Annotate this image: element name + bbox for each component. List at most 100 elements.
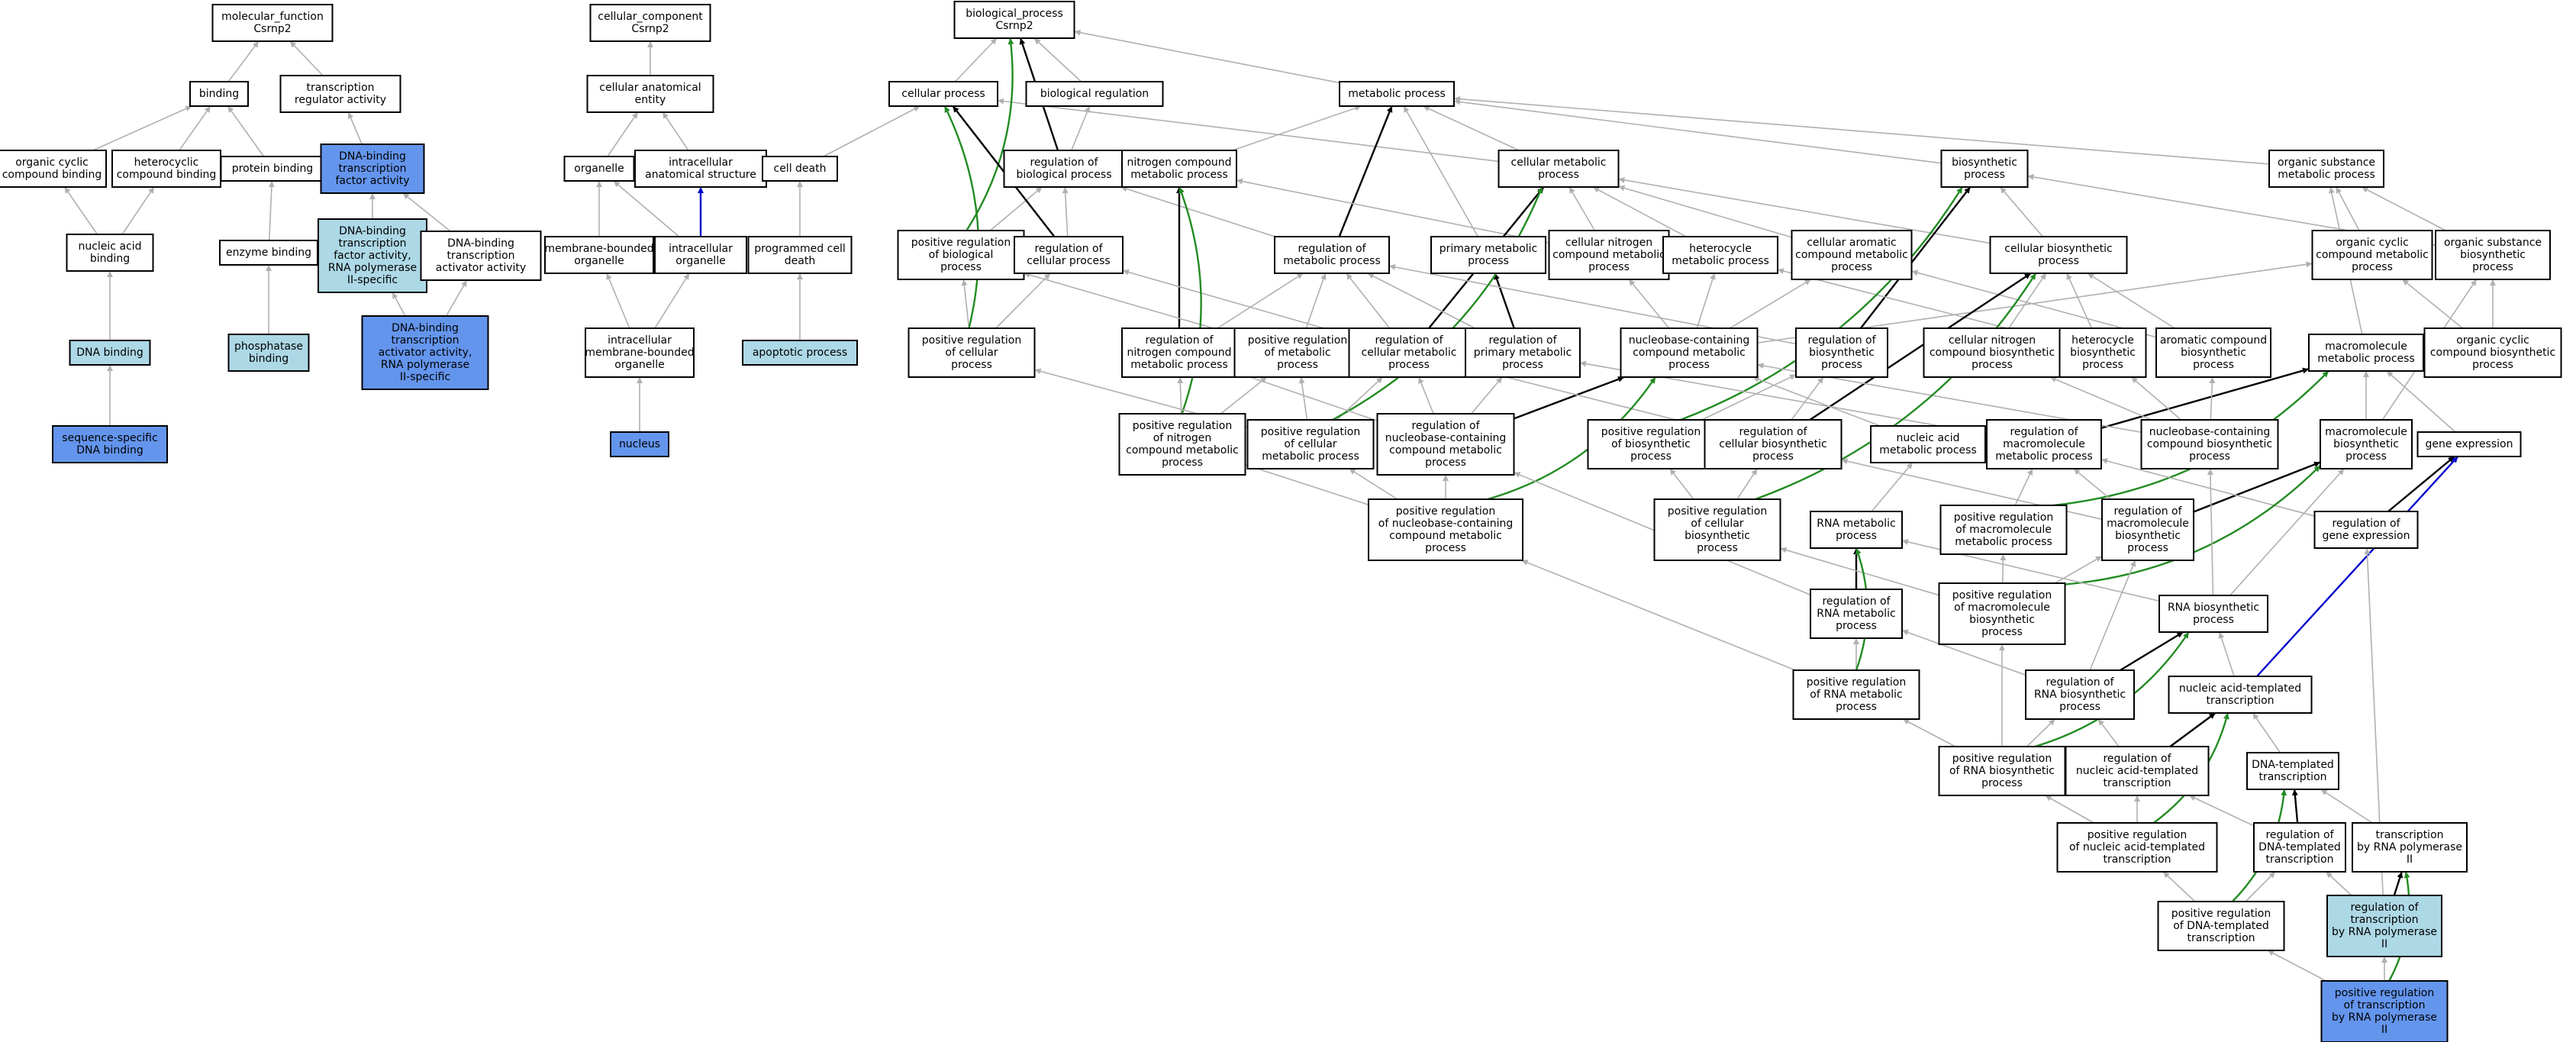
term-label-line: transcription — [2103, 777, 2171, 789]
term-node-cell_proc[interactable]: cellular process — [888, 81, 998, 107]
term-node-organelle[interactable]: organelle — [563, 156, 635, 182]
term-node-enzyme_bind[interactable]: enzyme binding — [219, 240, 318, 266]
term-node-nucleus[interactable]: nucleus — [610, 431, 669, 457]
edge-is_a-rnamp-to-namp — [1871, 462, 1913, 512]
term-box — [1587, 419, 1715, 469]
term-node-cell_death[interactable]: cell death — [762, 156, 838, 182]
term-node-binding[interactable]: binding — [189, 81, 249, 107]
term-node-protein_bind[interactable]: protein binding — [220, 156, 325, 182]
term-node-gene_exp[interactable]: gene expression — [2416, 431, 2522, 457]
edge-is_a-preg_mmp-to-reg_mmp — [2014, 468, 2033, 506]
term-box — [2101, 498, 2194, 561]
term-node-meta_proc[interactable]: metabolic process — [1339, 81, 1455, 107]
term-label-line: cellular metabolic — [1362, 347, 1457, 359]
term-node-apop[interactable]: apoptotic process — [742, 340, 858, 366]
term-node-bio_reg[interactable]: biological regulation — [1025, 81, 1164, 107]
term-node-dna_bind[interactable]: DNA binding — [69, 340, 151, 366]
term-box — [610, 431, 669, 457]
term-label-line: cellular anatomical — [599, 82, 701, 94]
term-label-line: regulation of — [1145, 334, 1214, 347]
